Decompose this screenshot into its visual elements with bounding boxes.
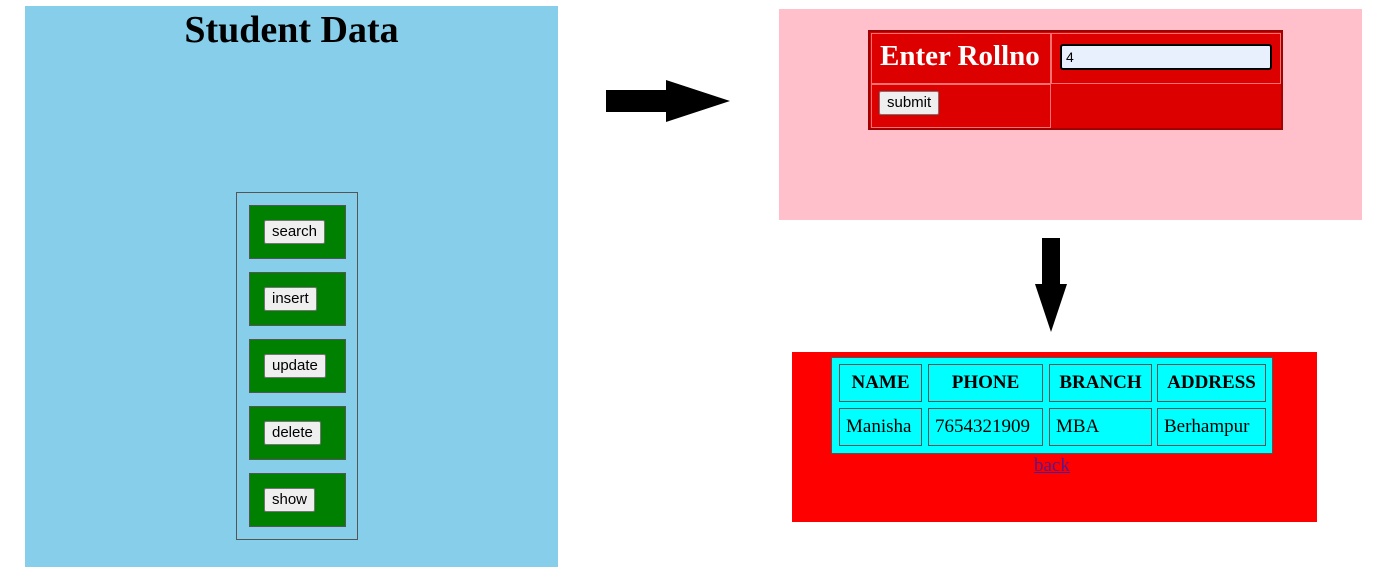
rollno-label-cell: Enter Rollno [871, 33, 1051, 84]
delete-button[interactable]: delete [264, 421, 321, 445]
cell-phone: 7654321909 [928, 408, 1043, 446]
rollno-input[interactable]: 4 [1060, 44, 1272, 70]
submit-button[interactable]: submit [879, 91, 940, 115]
header-name: NAME [839, 364, 922, 402]
menu-table: search insert update delete show [236, 192, 358, 540]
rollno-label: Enter Rollno [880, 40, 1040, 72]
header-address: ADDRESS [1157, 364, 1266, 402]
header-branch: BRANCH [1049, 364, 1152, 402]
submit-cell: submit [871, 84, 1051, 128]
show-button[interactable]: show [264, 488, 316, 512]
rollno-form-table: Enter Rollno 4 submit [868, 30, 1283, 130]
menu-cell-update: update [249, 339, 346, 393]
student-data-page: Student Data search insert update delete… [25, 6, 558, 567]
update-button[interactable]: update [264, 354, 326, 378]
menu-cell-show: show [249, 473, 346, 527]
result-page: NAME PHONE BRANCH ADDRESS Manisha 765432… [792, 352, 1317, 522]
cell-branch: MBA [1049, 408, 1152, 446]
cell-name: Manisha [839, 408, 922, 446]
page-title: Student Data [184, 9, 399, 51]
cell-address: Berhampur [1157, 408, 1266, 446]
arrow-down-icon [1035, 238, 1067, 332]
arrow-right-icon [606, 80, 730, 122]
header-phone: PHONE [928, 364, 1043, 402]
menu-cell-insert: insert [249, 272, 346, 326]
student-result-table: NAME PHONE BRANCH ADDRESS Manisha 765432… [831, 357, 1273, 454]
search-form-page: Enter Rollno 4 submit [779, 9, 1362, 220]
menu-cell-search: search [249, 205, 346, 259]
back-link[interactable]: back [1034, 455, 1070, 476]
search-button[interactable]: search [264, 220, 326, 244]
menu-cell-delete: delete [249, 406, 346, 460]
insert-button[interactable]: insert [264, 287, 317, 311]
rollno-input-cell: 4 [1051, 33, 1281, 84]
